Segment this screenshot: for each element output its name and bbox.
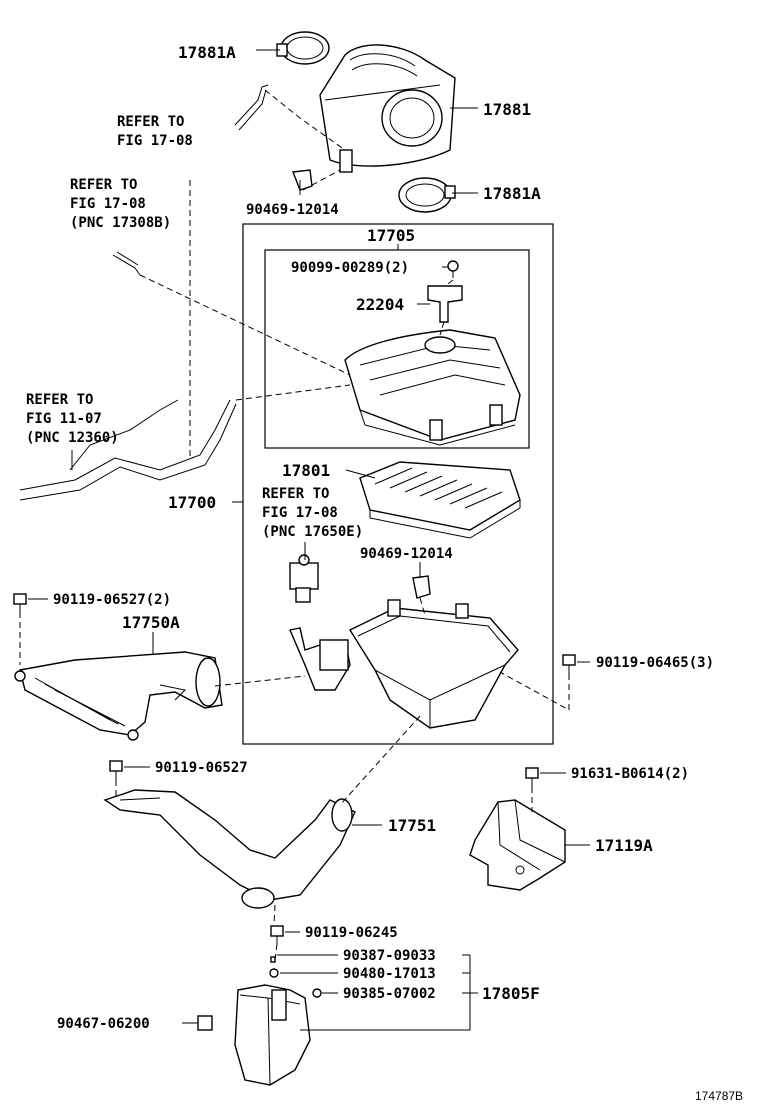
refer-hose-2 xyxy=(112,251,351,376)
label-90119-06527: 90119-06527 xyxy=(155,760,248,776)
label-17750a: 17750A xyxy=(122,613,180,632)
bolt-90119-06527-2 xyxy=(13,593,27,612)
label-90119-06527-2: 90119-06527(2) xyxy=(53,592,171,608)
label-17881a-mid: 17881A xyxy=(483,184,541,203)
vsv-valve xyxy=(289,554,319,603)
air-cleaner-cap xyxy=(344,329,521,446)
svg-text:(PNC 17308B): (PNC 17308B) xyxy=(70,215,171,231)
air-cleaner-case xyxy=(289,599,519,729)
bolt-91631 xyxy=(525,767,539,787)
label-90469-top: 90469-12014 xyxy=(246,202,339,218)
label-90385: 90385-07002 xyxy=(343,986,436,1002)
label-17119a: 17119A xyxy=(595,836,653,855)
bracket-17119a xyxy=(469,799,566,891)
label-91631: 91631-B0614(2) xyxy=(571,766,689,782)
assembly-box-17705 xyxy=(264,249,530,449)
svg-text:REFER TO: REFER TO xyxy=(262,486,329,502)
svg-text:FIG 17-08: FIG 17-08 xyxy=(70,196,146,212)
hose-clamp-top xyxy=(276,31,330,65)
label-90480: 90480-17013 xyxy=(343,966,436,982)
svg-text:REFER TO: REFER TO xyxy=(26,392,93,408)
label-90119-06465: 90119-06465(3) xyxy=(596,655,714,671)
refer-note-1: REFER TO FIG 17-08 xyxy=(117,114,193,149)
svg-text:(PNC 17650E): (PNC 17650E) xyxy=(262,524,363,540)
refer-hose-1 xyxy=(234,84,346,151)
intake-tube-17751 xyxy=(103,789,356,909)
bolt-90119-06245 xyxy=(270,925,284,944)
label-17700: 17700 xyxy=(168,493,216,512)
label-90469-mid: 90469-12014 xyxy=(360,546,453,562)
refer-note-3: REFER TO FIG 11-07 (PNC 12360) xyxy=(26,392,119,446)
refer-hose-3 xyxy=(19,180,351,501)
label-17705: 17705 xyxy=(367,226,415,245)
assembly-box-17700 xyxy=(242,223,554,745)
svg-text:FIG 17-08: FIG 17-08 xyxy=(117,133,193,149)
illustration-id: 174787B xyxy=(695,1089,743,1103)
refer-note-2: REFER TO FIG 17-08 (PNC 17308B) xyxy=(70,177,171,231)
label-17751: 17751 xyxy=(388,816,436,835)
sensor-22204 xyxy=(427,285,463,323)
svg-text:FIG 11-07: FIG 11-07 xyxy=(26,411,102,427)
label-90387: 90387-09033 xyxy=(343,948,436,964)
clip-90469-top xyxy=(292,169,313,191)
bolt-90119-06465 xyxy=(562,654,576,674)
label-17881: 17881 xyxy=(483,100,531,119)
intake-hose-17881 xyxy=(319,44,456,173)
bolt-90119-06527 xyxy=(109,760,123,780)
label-90467: 90467-06200 xyxy=(57,1016,150,1032)
svg-text:REFER TO: REFER TO xyxy=(70,177,137,193)
refer-note-4: REFER TO FIG 17-08 (PNC 17650E) xyxy=(262,486,363,540)
hose-clamp-mid xyxy=(398,177,456,213)
air-duct-17750a xyxy=(14,651,223,741)
clip-90469-mid xyxy=(412,575,431,599)
label-17805f: 17805F xyxy=(482,984,540,1003)
svg-text:FIG 17-08: FIG 17-08 xyxy=(262,505,338,521)
label-22204: 22204 xyxy=(356,295,404,314)
air-filter-element xyxy=(359,461,521,539)
label-90099: 90099-00289(2) xyxy=(291,260,409,276)
svg-text:REFER TO: REFER TO xyxy=(117,114,184,130)
label-17881a-top: 17881A xyxy=(178,43,236,62)
screw-90099 xyxy=(447,260,459,278)
label-17801: 17801 xyxy=(282,461,330,480)
label-90119-06245: 90119-06245 xyxy=(305,925,398,941)
resonator-17805f xyxy=(197,956,322,1086)
svg-text:(PNC 12360): (PNC 12360) xyxy=(26,430,119,446)
